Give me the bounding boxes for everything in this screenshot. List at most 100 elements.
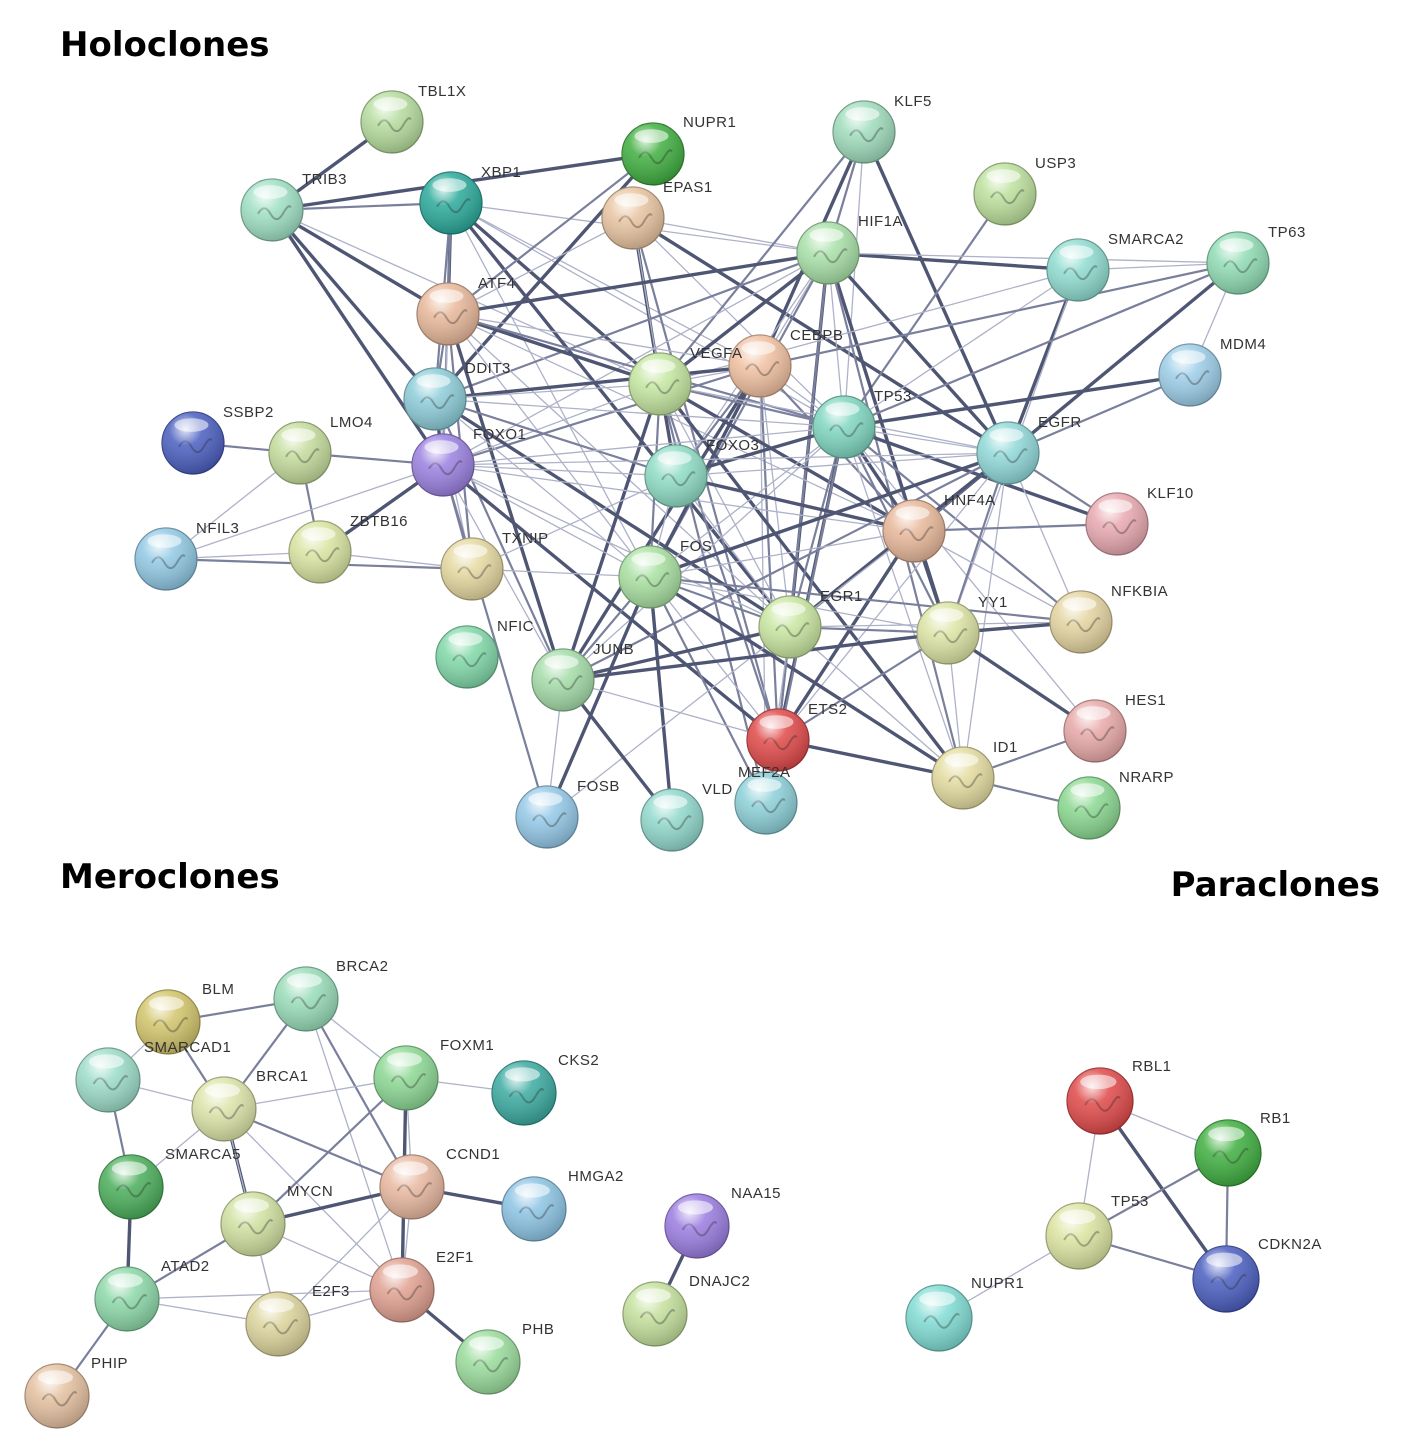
node-tp53[interactable]: TP53 [1045, 1193, 1149, 1270]
node-yy1[interactable]: YY1 [916, 594, 1008, 665]
node-cdkn2a[interactable]: CDKN2A [1192, 1236, 1322, 1313]
edge-vegfa-ets2 [658, 382, 780, 742]
node-klf5[interactable]: KLF5 [832, 93, 932, 164]
node-label: ATF4 [478, 275, 516, 292]
node-smarcad1[interactable]: SMARCAD1 [75, 1039, 231, 1113]
node-foxo1[interactable]: FOXO1 [411, 426, 526, 497]
edge-ddit3-foxo3 [433, 397, 678, 478]
node-naa15[interactable]: NAA15 [664, 1185, 781, 1259]
node-vegfa[interactable]: VEGFA [628, 345, 743, 416]
node-ets2[interactable]: ETS2 [746, 701, 848, 772]
node-label: TP63 [1268, 224, 1306, 241]
node-highlight [528, 792, 563, 806]
node-label: TRIB3 [302, 171, 347, 188]
edge-klf5-vegfa [658, 130, 866, 386]
node-highlight [1171, 350, 1206, 364]
node-nfil3[interactable]: NFIL3 [134, 520, 239, 591]
node-nupr1[interactable]: NUPR1 [905, 1275, 1024, 1352]
node-atad2[interactable]: ATAD2 [94, 1258, 210, 1332]
node-vldlr[interactable]: VLD [640, 781, 733, 852]
node-brca1[interactable]: BRCA1 [191, 1068, 309, 1142]
node-usp3[interactable]: USP3 [973, 155, 1076, 226]
node-hes1[interactable]: HES1 [1063, 692, 1166, 763]
node-hif1a[interactable]: HIF1A [796, 213, 903, 285]
node-mdm4[interactable]: MDM4 [1158, 336, 1266, 407]
node-label: JUNB [593, 641, 634, 658]
node-ddit3[interactable]: DDIT3 [403, 360, 511, 431]
node-label: MYCN [287, 1183, 333, 1200]
node-foxo3[interactable]: FOXO3 [644, 437, 759, 508]
edge-tp53-nfkbia [842, 425, 1083, 624]
node-nfkbia[interactable]: NFKBIA [1049, 583, 1168, 654]
node-label: NFKBIA [1111, 583, 1168, 600]
node-nfic[interactable]: NFIC [435, 618, 534, 689]
node-tbl1x[interactable]: TBL1X [360, 83, 466, 154]
node-egfr[interactable]: EGFR [976, 414, 1082, 485]
edge-yy1-junb [561, 631, 950, 682]
node-phip[interactable]: PHIP [24, 1355, 128, 1429]
node-klf10[interactable]: KLF10 [1085, 485, 1194, 556]
edge-brca2-ccnd1 [304, 997, 414, 1189]
node-highlight [845, 107, 880, 121]
node-atf4[interactable]: ATF4 [416, 275, 516, 346]
edge-foxo1-egfr [442, 452, 1009, 466]
node-highlight [747, 778, 782, 792]
node-label: HIF1A [858, 213, 903, 230]
node-highlight [386, 1052, 422, 1067]
node-phb[interactable]: PHB [455, 1321, 554, 1395]
node-rb1[interactable]: RB1 [1194, 1110, 1291, 1187]
node-txnip[interactable]: TXNIP [440, 530, 549, 601]
edge-mdm4-tp53 [842, 373, 1192, 429]
node-id1[interactable]: ID1 [931, 739, 1018, 810]
node-label: CKS2 [558, 1052, 599, 1069]
node-e2f3[interactable]: E2F3 [245, 1283, 350, 1357]
node-label: TXNIP [502, 530, 549, 547]
node-highlight [424, 440, 459, 454]
node-foxm1[interactable]: FOXM1 [373, 1037, 494, 1111]
node-hnf4a[interactable]: HNF4A [882, 492, 996, 563]
node-lmo4[interactable]: LMO4 [268, 414, 373, 485]
node-fos[interactable]: FOS [618, 538, 712, 609]
node-egr1[interactable]: EGR1 [758, 588, 863, 659]
node-rbl1[interactable]: RBL1 [1066, 1058, 1172, 1135]
node-highlight [301, 527, 336, 541]
node-junb[interactable]: JUNB [531, 641, 634, 712]
node-fosb[interactable]: FOSB [515, 778, 620, 849]
node-label: PHB [522, 1321, 554, 1338]
node-brca2[interactable]: BRCA2 [273, 958, 389, 1032]
node-xbp1[interactable]: XBP1 [419, 164, 521, 235]
node-tp53[interactable]: TP53 [812, 388, 912, 459]
node-label: KLF10 [1147, 485, 1194, 502]
node-label: TBL1X [418, 83, 466, 100]
node-cks2[interactable]: CKS2 [491, 1052, 599, 1126]
node-zbtb16[interactable]: ZBTB16 [288, 513, 408, 584]
node-highlight [544, 655, 579, 669]
node-dnajc2[interactable]: DNAJC2 [622, 1273, 750, 1347]
node-e2f1[interactable]: E2F1 [369, 1249, 474, 1323]
node-cebpb[interactable]: CEBPB [728, 327, 843, 398]
edge-cebpb-ets2 [758, 364, 780, 742]
node-tp63[interactable]: TP63 [1206, 224, 1306, 295]
node-mycn[interactable]: MYCN [220, 1183, 333, 1257]
node-smarca2[interactable]: SMARCA2 [1046, 231, 1184, 302]
node-label: SMARCAD1 [144, 1039, 231, 1056]
node-nupr1[interactable]: NUPR1 [621, 114, 736, 186]
node-epas1[interactable]: EPAS1 [601, 179, 713, 250]
node-highlight [416, 374, 451, 388]
node-label: CCND1 [446, 1146, 500, 1163]
node-hmga2[interactable]: HMGA2 [501, 1168, 624, 1242]
edge-hnf4a-ets2 [776, 529, 916, 742]
node-mef2a[interactable]: MEF2A [734, 764, 798, 835]
node-ssbp2[interactable]: SSBP2 [161, 404, 274, 475]
node-trib3[interactable]: TRIB3 [240, 171, 347, 242]
node-blm[interactable]: BLM [135, 981, 234, 1055]
edge-fos-id1 [648, 575, 965, 780]
node-nrarp[interactable]: NRARP [1057, 769, 1174, 840]
node-ccnd1[interactable]: CCND1 [379, 1146, 500, 1220]
node-highlight [448, 632, 483, 646]
node-smarca5[interactable]: SMARCA5 [98, 1146, 241, 1220]
edge-fos-fosb [545, 575, 652, 819]
node-label: EPAS1 [663, 179, 713, 196]
node-highlight [657, 451, 692, 465]
